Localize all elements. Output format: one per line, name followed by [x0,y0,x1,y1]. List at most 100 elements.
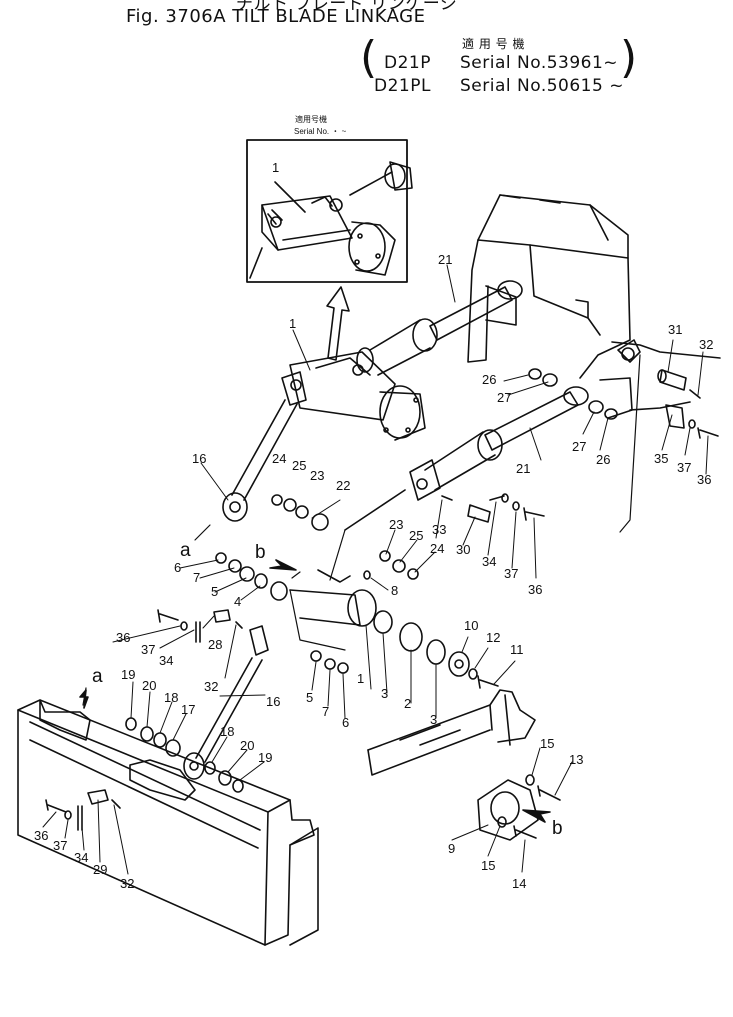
lower-tilt-cylinder [409,386,589,501]
callout-37: 37 [677,460,691,475]
inset-part-label: 1 [272,160,279,175]
blade [17,699,319,946]
callout-18: 18 [164,690,178,705]
main-frame [467,194,721,419]
callout-23: 23 [310,468,324,483]
callout-35: 35 [654,451,668,466]
callout-7: 7 [193,570,200,585]
callout-5: 5 [306,690,313,705]
reference-letters: a b a b [92,540,563,839]
callout-36: 36 [697,472,711,487]
callout-19: 19 [121,667,135,682]
serial-right-paren: ) [620,32,638,83]
reference-letter-a: a [92,666,103,687]
callout-5: 5 [211,584,218,599]
callout-12: 12 [486,630,500,645]
callout-8: 8 [391,583,398,598]
callout-34: 34 [159,653,173,668]
inset-detail-box [246,139,413,283]
callout-22: 22 [336,478,350,493]
callout-25: 25 [409,528,423,543]
callout-26: 26 [596,452,610,467]
callout-33: 33 [432,522,446,537]
serial-number-2: Serial No.50615 ~ [460,76,624,96]
callout-1: 1 [289,316,296,331]
callout-37: 37 [504,566,518,581]
inset-pointer-arrow [326,286,350,361]
callout-4: 4 [234,594,241,609]
lower-washers [125,717,244,793]
callout-21: 21 [516,461,530,476]
inset-serial: Serial No. ・ ~ [294,127,347,136]
callout-15: 15 [540,736,554,751]
callout-28: 28 [208,637,222,652]
callout-20: 20 [142,678,156,693]
cut-off-title: チルト ブレード リンケージ [236,0,458,14]
callout-37: 37 [141,642,155,657]
callout-27: 27 [572,439,586,454]
reference-arrows [79,559,551,823]
figure-title: Fig. 3706A TILT BLADE LINKAGE [126,6,426,27]
callout-18: 18 [220,724,234,739]
upper-motor-assembly [281,351,426,441]
callout-31: 31 [668,322,682,337]
serial-model-2: D21PL [374,76,431,96]
callout-17: 17 [181,702,195,717]
upper-tilt-cylinder [356,280,523,376]
callout-16: 16 [266,694,280,709]
callout-36: 36 [34,828,48,843]
callout-9: 9 [448,841,455,856]
callout-26: 26 [482,372,496,387]
callout-21: 21 [438,252,452,267]
lower-right-frame [367,689,561,841]
callout-3: 3 [430,712,437,727]
callout-24: 24 [272,451,286,466]
chain-lines [82,354,641,706]
serial-left-paren: ( [360,32,378,83]
callout-19: 19 [258,750,272,765]
callout-30: 30 [456,542,470,557]
right-pin-parts [528,368,719,439]
center-pin-parts [441,493,545,523]
serial-heading: 適 用 号 機 [462,37,525,51]
callout-1: 1 [357,671,364,686]
blade-pins [45,789,121,831]
callout-3: 3 [381,686,388,701]
callout-24: 24 [430,541,444,556]
callout-36: 36 [116,630,130,645]
callout-32: 32 [204,679,218,694]
callout-15: 15 [481,858,495,873]
callout-13: 13 [569,752,583,767]
center-shaft [289,489,499,689]
leader-lines [42,264,709,875]
callout-10: 10 [464,618,478,633]
serial-model-1: D21P [384,53,431,73]
callout-20: 20 [240,738,254,753]
callout-32: 32 [120,876,134,891]
callout-6: 6 [174,560,181,575]
callout-27: 27 [497,390,511,405]
callout-11: 11 [510,642,524,657]
reference-letter-b: b [552,818,563,839]
callout-2: 2 [404,696,411,711]
callout-32: 32 [699,337,713,352]
callout-25: 25 [292,458,306,473]
upper-link-16 [222,399,298,522]
callout-34: 34 [482,554,496,569]
serial-number-1: Serial No.53961~ [460,53,619,73]
callout-37: 37 [53,838,67,853]
callout-29: 29 [93,862,107,877]
lower-link-16 [157,609,269,780]
callout-14: 14 [512,876,526,891]
reference-letter-b: b [255,542,266,563]
callout-23: 23 [389,517,403,532]
callout-34: 34 [74,850,88,865]
reference-letter-a: a [180,540,191,561]
callout-7: 7 [322,704,329,719]
callout-36: 36 [528,582,542,597]
inset-heading: 適用号機 [295,114,327,124]
callout-16: 16 [192,451,206,466]
